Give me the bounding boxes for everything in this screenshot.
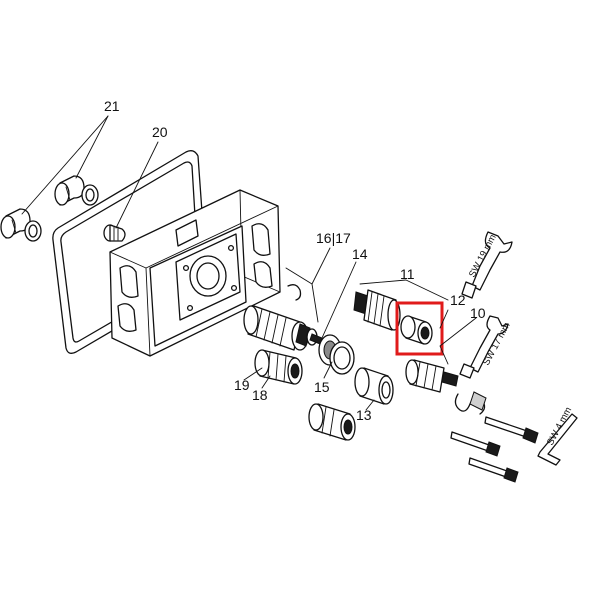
callouts: 21 20 16|17 14 11 12 10 19 18 15 13 [104, 98, 486, 423]
leader-20 [115, 141, 159, 229]
callout-13: 13 [356, 407, 372, 423]
part-10-valve-cartridge [405, 359, 459, 393]
leader-11 [359, 279, 449, 301]
callout-19: 19 [234, 377, 250, 393]
callout-14: 14 [352, 246, 368, 262]
leader-18 [261, 375, 271, 389]
highlight-box-part-12 [395, 301, 444, 356]
wrench-sw19-icon [461, 231, 513, 299]
leader-13 [365, 399, 375, 411]
leader-21-a [21, 115, 109, 215]
part-20-check-valve [103, 224, 126, 242]
callout-20: 20 [152, 124, 168, 140]
leader-15 [323, 361, 333, 379]
leader-10 [439, 317, 477, 365]
callout-11: 11 [400, 266, 415, 282]
callout-10: 10 [470, 305, 486, 321]
part-15-washer-ring [318, 334, 355, 375]
leader-14 [321, 261, 357, 339]
callout-15: 15 [314, 379, 330, 395]
hose-clip [454, 391, 487, 415]
leader-19 [243, 367, 263, 381]
part-11-valve-cartridge [353, 289, 401, 331]
lower-sleeve [308, 403, 356, 441]
part-16-17-cartridge [243, 284, 323, 351]
part-13-sleeve [354, 367, 394, 405]
main-body [109, 189, 281, 357]
leader-12 [439, 309, 449, 329]
part-12-cap [400, 315, 433, 345]
callout-21: 21 [104, 98, 120, 114]
callout-16-17: 16|17 [316, 230, 351, 246]
hex-key-sw4-icon [537, 413, 578, 466]
leader-16-17 [285, 247, 331, 285]
leader-21-b [75, 115, 109, 179]
callout-18: 18 [252, 387, 268, 403]
wrench-sw17-icon [459, 315, 509, 379]
part-21-plugs [0, 175, 99, 242]
screws [450, 416, 539, 483]
callout-12: 12 [450, 292, 466, 308]
part-19-18-sleeve [254, 349, 303, 385]
leader-16-17-b [311, 283, 319, 323]
